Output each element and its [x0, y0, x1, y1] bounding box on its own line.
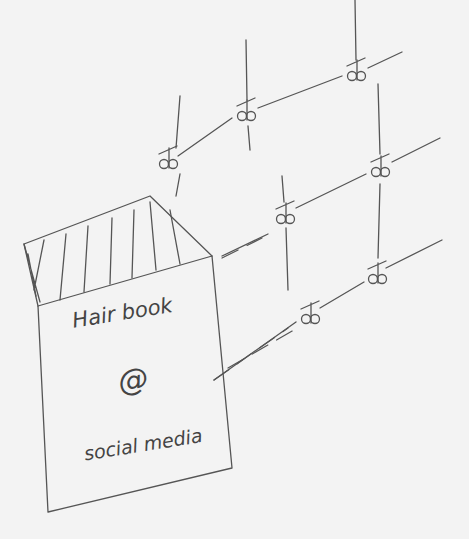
book-pages [24, 202, 180, 302]
scissors-ring [160, 160, 169, 169]
network-wire [222, 234, 268, 256]
scissors-symbol [371, 154, 390, 177]
scissors-blade [159, 146, 177, 168]
scissors-blade [237, 98, 255, 120]
scissors-ring [169, 160, 178, 169]
network-wire [286, 228, 288, 290]
network-wire [320, 282, 364, 308]
network-wire [355, 0, 356, 60]
scissors-ring [277, 215, 286, 224]
network-wire [248, 126, 250, 150]
scissors-ring [381, 168, 390, 177]
scissors-blade [347, 58, 365, 80]
cover-text: @ [115, 359, 150, 398]
scissors-network [159, 0, 442, 380]
network-wire [368, 52, 402, 68]
scissors-blade [301, 301, 319, 323]
network-wire [178, 118, 232, 156]
scissors-ring [357, 72, 366, 81]
leader-line [222, 238, 262, 258]
scissors-ring [286, 215, 295, 224]
scissors-ring [238, 112, 247, 121]
scissors-ring [378, 275, 387, 284]
scissors-ring [369, 275, 378, 284]
dashed-links [214, 238, 294, 380]
network-wire [392, 138, 440, 162]
scissors-symbol [347, 58, 366, 81]
book-cover [38, 256, 232, 512]
network-wire [296, 174, 366, 208]
network-wire [258, 76, 342, 108]
cover-text: social media [82, 424, 203, 464]
scissors-symbol [159, 146, 178, 169]
scissors-blade [276, 201, 294, 223]
network-wire [176, 174, 180, 196]
scissors-symbol [368, 261, 387, 284]
book-drawing [24, 196, 232, 512]
network-wire [176, 96, 180, 148]
book-back-edge [24, 196, 212, 306]
scissors-blade [368, 261, 386, 283]
book-cover-text: Hair book @ social media [34, 270, 233, 490]
scissors-symbol [301, 301, 320, 324]
scissors-ring [247, 112, 256, 121]
scissors-ring [348, 72, 357, 81]
network-wire [378, 184, 380, 258]
cover-text: Hair book [71, 293, 175, 333]
network-wire [386, 240, 442, 268]
scissors-blade [371, 154, 389, 176]
scissors-ring [372, 168, 381, 177]
network-wire [378, 84, 380, 154]
scissors-ring [311, 315, 320, 324]
scissors-ring [302, 315, 311, 324]
network-wire [214, 322, 296, 380]
network-wire [246, 40, 247, 100]
scissors-symbol [276, 201, 295, 224]
scissors-symbol [237, 98, 256, 121]
network-wire [282, 176, 284, 202]
